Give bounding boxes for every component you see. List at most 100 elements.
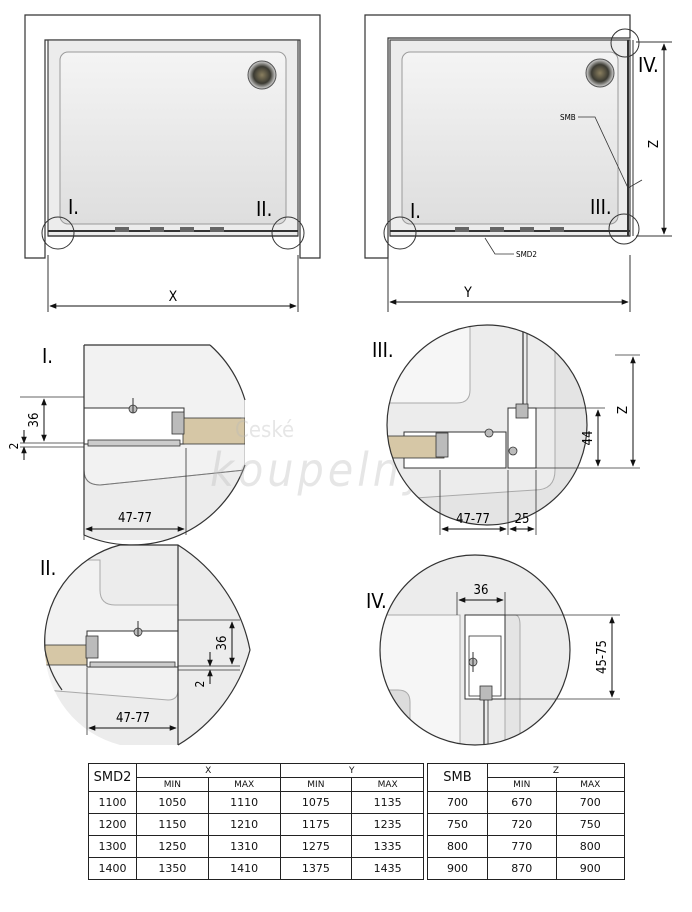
table-row: 750 720 750 — [427, 813, 625, 836]
z-leader — [627, 179, 643, 189]
glass-panel — [182, 417, 245, 445]
col-max: MAX — [207, 777, 281, 792]
col-min: MIN — [136, 777, 209, 792]
table-smd2-group-y: Y — [279, 763, 424, 778]
table-cell: 1100 — [88, 791, 137, 814]
label-detail-iv: IV. — [638, 53, 659, 77]
screw-icon — [508, 446, 518, 456]
tray-basin — [59, 51, 287, 225]
detail-iii-marker — [608, 213, 640, 245]
detail-ii-dim-height: 36 — [215, 636, 230, 651]
detail-iii-dim-width: 47-77 — [456, 512, 490, 527]
side-panel-profile — [627, 40, 634, 236]
detail-circle — [44, 544, 121, 691]
table-smb-header: SMB — [427, 763, 488, 792]
table-cell: 1275 — [279, 835, 353, 858]
dimension-y-label: Y — [463, 285, 472, 301]
detail-ii: II. 36 2 47-77 — [40, 544, 251, 746]
detail-i-dim-height: 36 — [27, 413, 42, 428]
table-cell: 750 — [555, 813, 625, 836]
overview-left: I. II. X — [24, 14, 321, 312]
tray-basin — [401, 51, 619, 225]
detail-iii-dim-height: 44 — [581, 431, 596, 446]
detail-i-view — [84, 345, 245, 540]
detail-iii-dim-offset: 25 — [515, 512, 530, 527]
detail-ii-dim-width: 47-77 — [116, 711, 150, 726]
table-cell: 1235 — [351, 813, 424, 836]
table-smd2-header: SMD2 — [88, 763, 137, 792]
detail-ii-marker — [271, 216, 305, 250]
table-cell: 1400 — [88, 857, 137, 880]
table-cell: 870 — [487, 857, 557, 880]
smb-leader — [578, 116, 629, 189]
table-row: 1300 1250 1310 1275 1335 — [88, 835, 424, 858]
table-cell: 1435 — [351, 857, 424, 880]
detail-circle — [83, 344, 246, 546]
sliding-door-profile — [48, 227, 298, 237]
detail-i-marker — [41, 216, 75, 250]
technical-drawing: I. II. X I. III. IV. SMB — [7, 14, 672, 746]
label-detail-i: I. — [410, 199, 421, 223]
smd2-leader — [484, 237, 514, 255]
label-detail-iii: III. — [590, 195, 612, 219]
glass-panel — [387, 435, 445, 459]
table-row: 800 770 800 — [427, 835, 625, 858]
table-cell: 1075 — [279, 791, 353, 814]
table-smd2-group-x: X — [136, 763, 281, 778]
label-smb: SMB — [560, 113, 576, 122]
table-row: 700 670 700 — [427, 791, 625, 814]
detail-iii-view — [387, 325, 587, 525]
detail-ii-title: II. — [40, 556, 56, 580]
overview-right: I. III. IV. SMB SMD2 Y Z — [364, 14, 672, 312]
detail-iv-dim-width: 36 — [474, 583, 489, 598]
detail-iv-view — [380, 555, 570, 745]
screw-icon — [484, 428, 494, 438]
table-smb-group-z: Z — [487, 763, 625, 778]
detail-i-dim-width: 47-77 — [118, 511, 152, 526]
detail-iii-dim-z: Z — [616, 406, 631, 414]
table-cell: 1375 — [279, 857, 353, 880]
table-row: 900 870 900 — [427, 857, 625, 880]
sliding-door-profile — [390, 227, 630, 237]
table-cell: 1050 — [136, 791, 209, 814]
label-smd2: SMD2 — [516, 250, 537, 259]
detail-circle — [120, 544, 251, 746]
detail-iv-dim-height: 45-75 — [595, 640, 610, 674]
table-cell: 1175 — [279, 813, 353, 836]
table-cell: 800 — [427, 835, 488, 858]
detail-iv: IV. 36 45-75 — [366, 554, 620, 746]
detail-iii-title: III. — [372, 338, 394, 362]
label-detail-i: I. — [68, 195, 79, 219]
table-cell: 900 — [427, 857, 488, 880]
table-smb: SMB Z MIN MAX 700 670 700 750 720 750 80… — [427, 763, 625, 880]
table-cell: 800 — [555, 835, 625, 858]
detail-i-dim-gap: 2 — [7, 443, 21, 450]
table-row: 1100 1050 1110 1075 1135 — [88, 791, 424, 814]
detail-i: I. 36 2 47-77 — [7, 344, 246, 546]
label-detail-ii: II. — [256, 197, 272, 221]
table-cell: 1310 — [207, 835, 281, 858]
table-cell: 1150 — [136, 813, 209, 836]
table-cell: 700 — [427, 791, 488, 814]
table-row: 1200 1150 1210 1175 1235 — [88, 813, 424, 836]
wall-outline — [364, 14, 631, 259]
table-row: 1400 1350 1410 1375 1435 — [88, 857, 424, 880]
table-cell: 1210 — [207, 813, 281, 836]
drain — [247, 60, 277, 90]
table-cell: 1110 — [207, 791, 281, 814]
table-cell: 1200 — [88, 813, 137, 836]
detail-iii: III. 44 Z 47-77 25 — [372, 324, 640, 535]
table-cell: 700 — [555, 791, 625, 814]
table-cell: 1300 — [88, 835, 137, 858]
table-cell: 770 — [487, 835, 557, 858]
detail-circle — [386, 324, 588, 526]
detail-i-title: I. — [42, 344, 53, 368]
glass-panel — [44, 644, 88, 666]
table-cell: 1410 — [207, 857, 281, 880]
table-cell: 1135 — [351, 791, 424, 814]
table-cell: 900 — [555, 857, 625, 880]
detail-iv-title: IV. — [366, 589, 387, 613]
table-cell: 750 — [427, 813, 488, 836]
col-max: MAX — [351, 777, 424, 792]
